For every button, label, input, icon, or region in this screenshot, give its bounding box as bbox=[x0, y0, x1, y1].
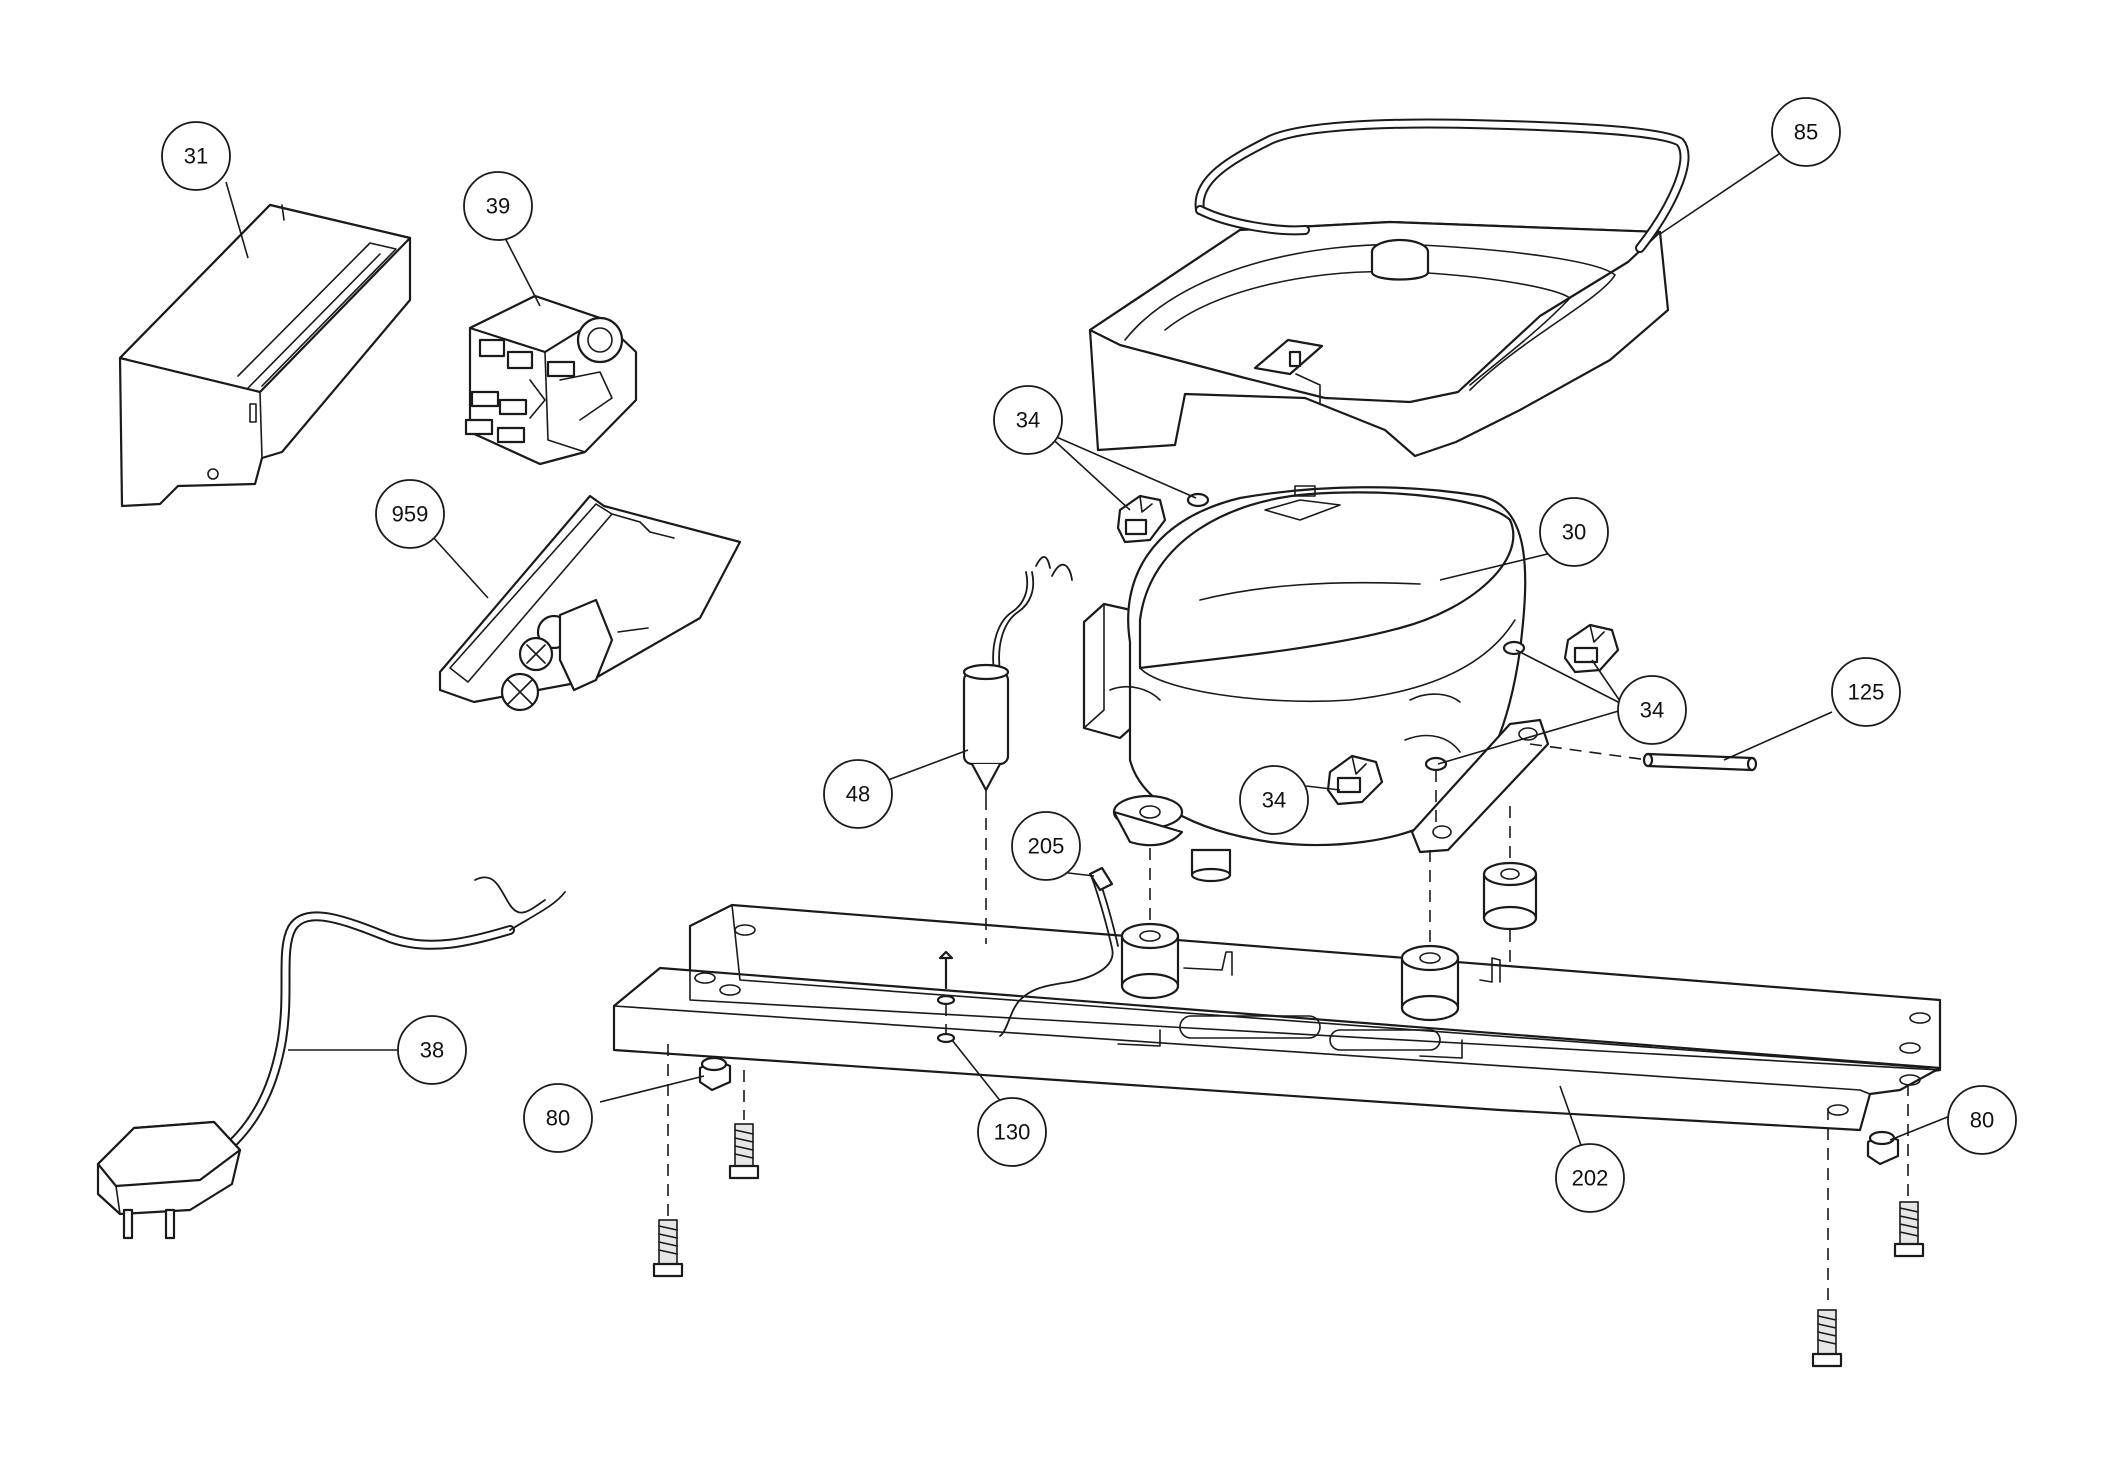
callout-38: 38 bbox=[397, 1015, 467, 1085]
part-31-relay-cover bbox=[118, 203, 412, 508]
part-80-foot-right bbox=[1866, 1130, 1900, 1166]
svg-text:125: 125 bbox=[1848, 680, 1885, 705]
part-205-ground-wire bbox=[999, 866, 1119, 1037]
part-80-foot-left bbox=[698, 1056, 732, 1092]
part-34-grommet-right bbox=[1502, 623, 1620, 674]
part-30-compressor bbox=[1082, 485, 1550, 883]
svg-text:85: 85 bbox=[1794, 120, 1818, 145]
part-85-shroud bbox=[1088, 118, 1690, 458]
svg-text:34: 34 bbox=[1016, 408, 1040, 433]
callout-80-left: 80 bbox=[523, 1083, 593, 1153]
callout-205: 205 bbox=[1011, 811, 1081, 881]
svg-text:205: 205 bbox=[1028, 834, 1065, 859]
callout-48: 48 bbox=[823, 759, 893, 829]
svg-text:38: 38 bbox=[420, 1038, 444, 1063]
svg-text:34: 34 bbox=[1262, 788, 1286, 813]
part-34-grommet-top bbox=[1116, 492, 1210, 544]
assembly-guide-lines bbox=[667, 743, 1909, 1306]
part-39-relay bbox=[464, 294, 638, 466]
svg-text:48: 48 bbox=[846, 782, 870, 807]
callout-34-top: 34 bbox=[993, 385, 1063, 455]
svg-text:80: 80 bbox=[546, 1106, 570, 1131]
svg-text:80: 80 bbox=[1970, 1108, 1994, 1133]
callout-34-right: 34 bbox=[1617, 675, 1687, 745]
callout-34-bottom: 34 bbox=[1239, 765, 1309, 835]
callout-85: 85 bbox=[1771, 97, 1841, 167]
callout-130: 130 bbox=[977, 1097, 1047, 1167]
mounting-screws bbox=[652, 1123, 1925, 1368]
svg-text:130: 130 bbox=[994, 1120, 1031, 1145]
part-48-capacitor bbox=[962, 556, 1073, 799]
svg-text:39: 39 bbox=[486, 194, 510, 219]
svg-text:959: 959 bbox=[392, 502, 429, 527]
svg-text:30: 30 bbox=[1562, 520, 1586, 545]
callout-80-right: 80 bbox=[1947, 1085, 2017, 1155]
callout-30: 30 bbox=[1539, 497, 1609, 567]
callout-959: 959 bbox=[375, 479, 445, 549]
svg-text:34: 34 bbox=[1640, 698, 1664, 723]
callout-31: 31 bbox=[161, 121, 231, 191]
part-959-overload-bracket bbox=[438, 494, 742, 712]
part-38-power-cord bbox=[96, 876, 566, 1240]
part-125-pin bbox=[1642, 752, 1758, 772]
callout-39: 39 bbox=[463, 171, 533, 241]
callout-202: 202 bbox=[1555, 1143, 1625, 1213]
part-202-base-plate bbox=[612, 861, 1942, 1132]
svg-text:202: 202 bbox=[1572, 1166, 1609, 1191]
callout-125: 125 bbox=[1831, 657, 1901, 727]
leader-lines bbox=[225, 151, 1951, 1149]
svg-text:31: 31 bbox=[184, 144, 208, 169]
